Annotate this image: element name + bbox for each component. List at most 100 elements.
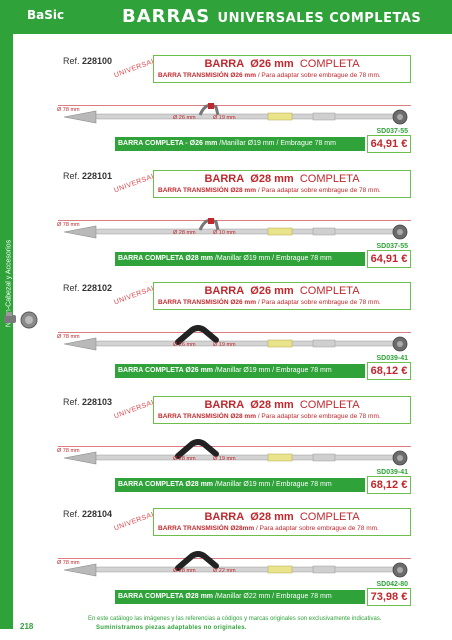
shaft-label [267, 339, 293, 348]
handle-diameter: Ø 19 mm [213, 456, 236, 462]
handle-diameter: Ø 19 mm [213, 342, 236, 348]
product-subtitle: BARRA TRANSMISIÓN Ø26 mm / Para adaptar … [158, 299, 381, 306]
dimension-line [58, 105, 411, 106]
shaft-label [267, 453, 293, 462]
shaft-label [267, 112, 293, 121]
product-summary-bar: BARRA COMPLETA - Ø26 mm /Manillar Ø19 mm… [115, 137, 365, 151]
shaft-tube [95, 228, 397, 235]
dimension-line [58, 332, 411, 333]
product-title: BARRA Ø28 mm COMPLETA [204, 511, 360, 523]
page-number: 218 [20, 622, 34, 631]
shaft-sleeve [312, 112, 336, 121]
handle-diameter: Ø 10 mm [213, 230, 236, 236]
gear-head-hub [397, 455, 403, 461]
product-title-box: BARRA Ø26 mm COMPLETA BARRA TRANSMISIÓN Ø… [153, 282, 411, 310]
shaft-sleeve [312, 453, 336, 462]
product-summary-bar: BARRA COMPLETA Ø28 mm /Manillar Ø19 mm /… [115, 478, 365, 492]
page-title-main: BARRAS [122, 6, 211, 27]
sku-code: SD037-55 [376, 243, 408, 250]
sku-code: SD037-55 [376, 128, 408, 135]
universal-stamp: UNIVERSAL [113, 57, 158, 80]
shaft-sleeve [312, 339, 336, 348]
handle-diameter: Ø 22 mm [213, 568, 236, 574]
product-subtitle: BARRA TRANSMISIÓN Ø26 mm / Para adaptar … [158, 72, 381, 79]
product-subtitle: BARRA TRANSMISIÓN Ø28 mm / Para adaptar … [158, 187, 381, 194]
product-title-box: BARRA Ø26 mm COMPLETA BARRA TRANSMISIÓN Ø… [153, 55, 411, 83]
product-title-box: BARRA Ø28 mm COMPLETA BARRA TRANSMISIÓN Ø… [153, 170, 411, 198]
product-title: BARRA Ø26 mm COMPLETA [204, 58, 360, 70]
tube-diameter: Ø 26 mm [173, 342, 196, 348]
left-category-bar [0, 34, 13, 629]
clutch-diameter: Ø 78 mm [57, 560, 80, 566]
clutch-diameter: Ø 78 mm [57, 334, 80, 340]
product-title-box: BARRA Ø28 mm COMPLETA BARRA TRANSMISIÓN Ø… [153, 396, 411, 424]
ref-code: Ref. 228100 [63, 56, 113, 66]
shaft-sleeve [312, 227, 336, 236]
handle-grip [175, 551, 219, 571]
product-title: BARRA Ø28 mm COMPLETA [204, 399, 360, 411]
product-title: BARRA Ø26 mm COMPLETA [204, 285, 360, 297]
page-footer: 218 En este catálogo las imágenes y las … [0, 614, 452, 640]
product-summary-bar: BARRA COMPLETA Ø28 mm /Manillar Ø22 mm /… [115, 590, 365, 604]
clutch-diameter: Ø 78 mm [57, 448, 80, 454]
dimension-line [58, 220, 411, 221]
sku-code: SD039-41 [376, 355, 408, 362]
handle-clip [208, 103, 214, 109]
handle-grip [175, 439, 219, 459]
shaft-illustration [58, 551, 411, 578]
clutch-diameter: Ø 78 mm [57, 107, 80, 113]
ref-code: Ref. 228104 [63, 509, 113, 519]
brand-logo: BaSic [27, 8, 65, 22]
shaft-illustration [58, 439, 411, 466]
product-price: 68,12 € [367, 476, 411, 494]
shaft-tube [95, 113, 397, 120]
dimension-line [58, 558, 411, 559]
footer-disclaimer: En este catálogo las imágenes y las refe… [88, 616, 382, 622]
tube-diameter: Ø 26 mm [173, 115, 196, 121]
page-header: BaSic BARRAS UNIVERSALES COMPLETAS [0, 0, 452, 34]
footer-notice: Suministramos piezas adaptables no origi… [96, 625, 247, 631]
ref-code: Ref. 228102 [63, 283, 113, 293]
ref-code: Ref. 228103 [63, 397, 113, 407]
shaft-tube [95, 454, 397, 461]
shaft-label [267, 565, 293, 574]
page-title-rest: UNIVERSALES COMPLETAS [217, 11, 422, 26]
shaft-tube [95, 566, 397, 573]
gear-head-hub [397, 567, 403, 573]
product-price: 64,91 € [367, 250, 411, 268]
universal-stamp: UNIVERSAL [113, 284, 158, 307]
page-title: BARRAS UNIVERSALES COMPLETAS [122, 6, 421, 27]
handle-diameter: Ø 19 mm [213, 115, 236, 121]
ref-code: Ref. 228101 [63, 171, 113, 181]
product-subtitle: BARRA TRANSMISIÓN Ø28 mm / Para adaptar … [158, 413, 381, 420]
universal-stamp: UNIVERSAL [113, 510, 158, 533]
sku-code: SD042-80 [376, 581, 408, 588]
gear-head-hub [397, 229, 403, 235]
tube-diameter: Ø 28 mm [173, 230, 196, 236]
gear-head-hub [397, 341, 403, 347]
handle-clip [208, 218, 214, 224]
universal-stamp: UNIVERSAL [113, 398, 158, 421]
shaft-label [267, 227, 293, 236]
trimmer-head-thumbnail [4, 311, 38, 329]
shaft-sleeve [312, 565, 336, 574]
product-title: BARRA Ø28 mm COMPLETA [204, 173, 360, 185]
tube-diameter: Ø 28 mm [173, 456, 196, 462]
product-price: 68,12 € [367, 362, 411, 380]
shaft-tube [95, 340, 397, 347]
product-price: 73,98 € [367, 588, 411, 606]
clutch-diameter: Ø 78 mm [57, 222, 80, 228]
dimension-line [58, 446, 411, 447]
shaft-illustration [58, 325, 411, 352]
handle-grip [175, 325, 219, 345]
product-summary-bar: BARRA COMPLETA Ø26 mm /Manillar Ø19 mm /… [115, 364, 365, 378]
product-price: 64,91 € [367, 135, 411, 153]
universal-stamp: UNIVERSAL [113, 172, 158, 195]
tube-diameter: Ø 28 mm [173, 568, 196, 574]
